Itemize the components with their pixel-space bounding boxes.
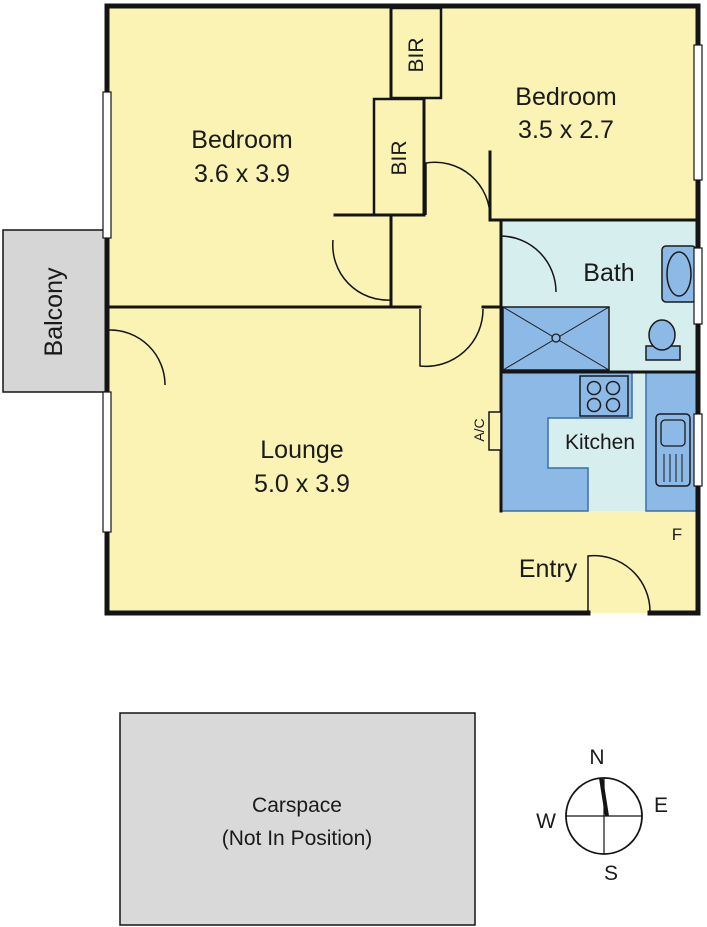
bedroom1-size: 3.6 x 3.9 bbox=[194, 160, 290, 188]
kitchen-label: Kitchen bbox=[565, 431, 635, 454]
toilet-icon bbox=[645, 319, 681, 361]
lounge-size: 5.0 x 3.9 bbox=[254, 470, 350, 498]
compass-north: N bbox=[589, 746, 604, 769]
kitchen-benches bbox=[500, 371, 699, 512]
bir-robes bbox=[372, 6, 443, 217]
cooktop-icon bbox=[579, 375, 629, 417]
ac-unit: A/C bbox=[471, 411, 502, 451]
balcony: Balcony bbox=[2, 229, 108, 393]
basin-icon bbox=[661, 245, 697, 303]
shower-icon bbox=[502, 306, 610, 371]
fridge-label: F bbox=[672, 525, 682, 544]
compass-east: E bbox=[654, 794, 668, 817]
compass-south: S bbox=[604, 862, 618, 885]
carspace-title: Carspace bbox=[252, 794, 342, 817]
carspace: Carspace (Not In Position) bbox=[119, 712, 476, 926]
bath-label: Bath bbox=[583, 259, 634, 287]
window-icon bbox=[102, 44, 703, 533]
bir1-label: BIR bbox=[405, 37, 428, 72]
entry-label: Entry bbox=[519, 555, 578, 583]
bir2-label: BIR bbox=[388, 140, 411, 175]
bedroom2-name: Bedroom bbox=[515, 83, 616, 111]
sink-icon bbox=[655, 413, 691, 487]
bedroom1-name: Bedroom bbox=[191, 126, 292, 154]
balcony-label: Balcony bbox=[40, 267, 68, 356]
door-swing-icon bbox=[108, 161, 651, 613]
compass-icon: N E S W bbox=[536, 746, 668, 885]
bedroom2-size: 3.5 x 2.7 bbox=[518, 116, 614, 144]
compass-west: W bbox=[536, 810, 556, 833]
lounge-name: Lounge bbox=[260, 436, 343, 464]
ac-label: A/C bbox=[471, 418, 487, 441]
carspace-subtitle: (Not In Position) bbox=[222, 827, 373, 850]
